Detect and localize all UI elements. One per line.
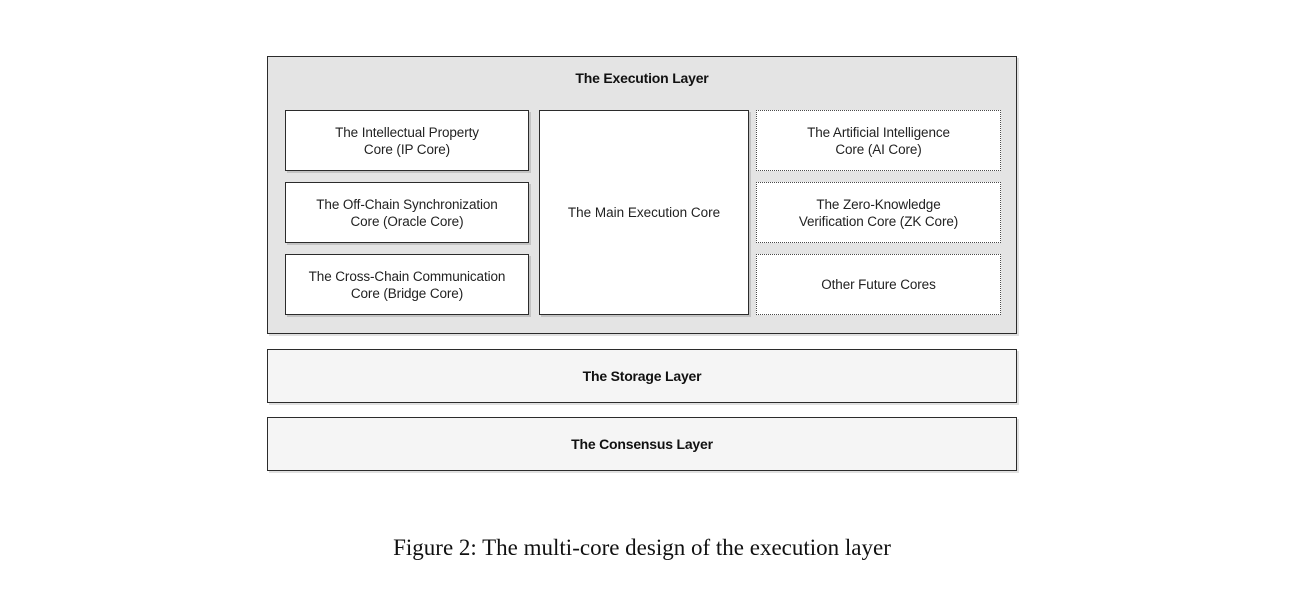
storage-layer-box: The Storage Layer <box>267 349 1017 403</box>
execution-left-core-column: The Intellectual Property Core (IP Core)… <box>285 110 529 315</box>
core-box-ai: The Artificial Intelligence Core (AI Cor… <box>756 110 1001 171</box>
core-box-oracle: The Off-Chain Synchronization Core (Orac… <box>285 182 529 243</box>
execution-right-core-column: The Artificial Intelligence Core (AI Cor… <box>756 110 1001 315</box>
consensus-layer-box: The Consensus Layer <box>267 417 1017 471</box>
core-box-main-execution: The Main Execution Core <box>539 110 749 315</box>
core-box-other-future: Other Future Cores <box>756 254 1001 315</box>
execution-layer-title: The Execution Layer <box>575 70 709 86</box>
execution-layer-box: The Execution Layer The Intellectual Pro… <box>267 56 1017 334</box>
core-box-zk: The Zero-Knowledge Verification Core (ZK… <box>756 182 1001 243</box>
core-box-bridge: The Cross-Chain Communication Core (Brid… <box>285 254 529 315</box>
core-box-ip: The Intellectual Property Core (IP Core) <box>285 110 529 171</box>
figure-caption: Figure 2: The multi-core design of the e… <box>393 535 891 560</box>
